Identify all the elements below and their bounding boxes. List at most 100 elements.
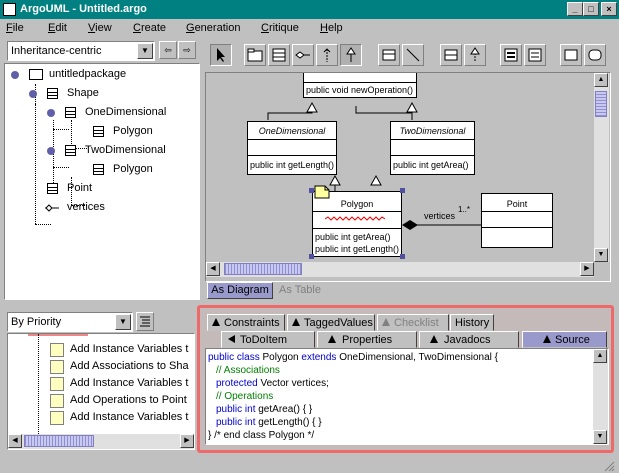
navigate-forward-button[interactable]: ⇨: [178, 41, 196, 59]
scroll-down-button[interactable]: ▼: [593, 430, 607, 444]
source-line: } /* end class Polygon */: [208, 430, 315, 441]
generalization-tool-button[interactable]: [340, 44, 362, 66]
selection-handle[interactable]: [400, 254, 405, 259]
tree-item-label: TwoDimensional: [85, 144, 166, 156]
expand-toggle-icon[interactable]: [29, 90, 37, 98]
menu-edit[interactable]: Edit: [48, 22, 67, 34]
close-button[interactable]: ×: [601, 2, 617, 16]
rounded-rectangle-tool-button[interactable]: [584, 44, 606, 66]
source-editor[interactable]: [205, 348, 609, 445]
window-title: ArgoUML - Untitled.argo: [20, 3, 147, 15]
minimize-button[interactable]: _: [567, 2, 583, 16]
explorer-panel: Inheritance-centric ▼ ⇦ ⇨ untitledpackag…: [3, 38, 200, 300]
tab-properties[interactable]: Properties: [317, 331, 417, 348]
menu-view[interactable]: View: [88, 22, 112, 34]
tab-as-diagram[interactable]: As Diagram: [207, 282, 273, 299]
line-tool-button[interactable]: [402, 44, 424, 66]
tab-as-table[interactable]: As Table: [279, 284, 321, 296]
note-tool-button[interactable]: [524, 44, 546, 66]
maximize-button[interactable]: □: [583, 2, 599, 16]
navigate-back-button[interactable]: ⇦: [159, 41, 177, 59]
operation-text: public int getArea(): [393, 160, 469, 170]
tab-checklist[interactable]: Checklist: [377, 314, 449, 331]
tab-label: Source: [555, 334, 590, 346]
tree-item-onedimensional[interactable]: OneDimensional: [47, 104, 197, 122]
package-tool-button[interactable]: [244, 44, 266, 66]
scroll-left-button[interactable]: ◀: [8, 434, 22, 448]
dependency-tool-button[interactable]: [316, 44, 338, 66]
class-tool-button[interactable]: [268, 44, 290, 66]
tab-taggedvalues[interactable]: TaggedValues: [287, 314, 375, 331]
chevron-down-icon[interactable]: ▼: [137, 43, 153, 59]
class-name: TwoDimensional: [399, 126, 466, 136]
tab-label: Properties: [342, 334, 393, 346]
tree-item-vertices[interactable]: vertices: [29, 199, 189, 217]
note-icon[interactable]: [314, 185, 330, 199]
scroll-down-button[interactable]: ▼: [594, 248, 608, 262]
todo-flat-hierarchy-button[interactable]: [136, 312, 154, 331]
scroll-left-button[interactable]: ◀: [206, 262, 220, 276]
class-box-twodimensional[interactable]: TwoDimensional public int getArea(): [390, 121, 475, 175]
menu-help[interactable]: Help: [320, 22, 343, 34]
expand-toggle-icon[interactable]: [47, 109, 55, 117]
source-line: protected Vector vertices;: [216, 378, 329, 389]
rectangle-tool-button[interactable]: [560, 44, 582, 66]
menu-critique[interactable]: Critique: [261, 22, 299, 34]
menu-file[interactable]: File: [6, 22, 24, 34]
tab-todoitem[interactable]: ToDoItem: [221, 331, 315, 348]
class-box-point[interactable]: Point: [481, 193, 553, 248]
perspective-combo[interactable]: Inheritance-centric ▼: [7, 41, 155, 61]
tree-item-untitledpackage[interactable]: untitledpackage: [11, 66, 191, 84]
tab-history[interactable]: History: [450, 314, 494, 331]
scroll-right-button[interactable]: ▶: [180, 434, 194, 448]
association-role-label: vertices: [424, 211, 456, 221]
tree-item-shape[interactable]: Shape: [29, 85, 189, 103]
tab-arrow-icon: [228, 335, 235, 343]
expand-toggle-icon[interactable]: [47, 147, 55, 155]
selection-handle[interactable]: [400, 188, 405, 193]
menu-generation[interactable]: Generation: [186, 22, 241, 34]
selection-handle[interactable]: [309, 254, 314, 259]
package-icon: [29, 69, 43, 80]
todo-horizontal-scrollbar[interactable]: ◀ ▶: [8, 434, 194, 449]
resize-grip-icon[interactable]: [603, 460, 615, 472]
interface-tool-button[interactable]: [378, 44, 400, 66]
tree-item-polygon[interactable]: Polygon: [65, 123, 185, 141]
scroll-thumb[interactable]: [224, 263, 302, 275]
diagram-horizontal-scrollbar[interactable]: ◀ ▶: [206, 262, 594, 277]
expand-toggle-icon[interactable]: [11, 71, 19, 79]
scroll-right-button[interactable]: ▶: [580, 262, 594, 276]
selection-handle[interactable]: [309, 188, 314, 193]
class-box-onedimensional[interactable]: OneDimensional public int getLength(): [247, 121, 337, 175]
operation-text: public int getLength(): [250, 160, 335, 170]
todo-list[interactable]: Add Instance Variables t Add Association…: [7, 333, 195, 450]
class-box-shape[interactable]: public void newOperation(): [303, 73, 417, 98]
tree-item-label: OneDimensional: [85, 106, 167, 118]
menu-create[interactable]: Create: [133, 22, 167, 34]
source-vertical-scrollbar[interactable]: ▲ ▼: [593, 349, 608, 444]
class-box-polygon[interactable]: Polygon public int getArea() public int …: [312, 191, 402, 257]
association-tool-button[interactable]: [292, 44, 314, 66]
scroll-thumb[interactable]: [24, 435, 94, 447]
scroll-thumb[interactable]: [595, 91, 607, 117]
title-bar[interactable]: ArgoUML - Untitled.argo _ □ ×: [0, 0, 619, 19]
realization-tool-button[interactable]: [440, 44, 462, 66]
tree-item-polygon[interactable]: Polygon: [65, 161, 185, 179]
todo-ordering-combo[interactable]: By Priority ▼: [7, 312, 133, 332]
tab-javadocs[interactable]: Javadocs: [419, 331, 519, 348]
tab-constraints[interactable]: Constraints: [207, 314, 285, 331]
tab-arrow-icon: [543, 335, 551, 343]
tab-arrow-icon: [430, 335, 438, 343]
chevron-down-icon[interactable]: ▼: [115, 314, 131, 330]
inheritance-tool-button[interactable]: [464, 44, 486, 66]
explorer-tree[interactable]: untitledpackage Shape OneDimensional Pol…: [4, 63, 200, 300]
select-tool-button[interactable]: [210, 44, 232, 66]
diagram-canvas[interactable]: public void newOperation() OneDimensiona…: [205, 72, 611, 282]
tree-item-point[interactable]: Point: [29, 180, 189, 198]
scroll-up-button[interactable]: ▲: [594, 73, 608, 87]
scroll-up-button[interactable]: ▲: [593, 349, 607, 363]
tree-item-twodimensional[interactable]: TwoDimensional: [47, 142, 197, 160]
tab-source[interactable]: Source: [522, 331, 607, 348]
text-tool-button[interactable]: [500, 44, 522, 66]
diagram-vertical-scrollbar[interactable]: ▲ ▼: [594, 73, 609, 262]
